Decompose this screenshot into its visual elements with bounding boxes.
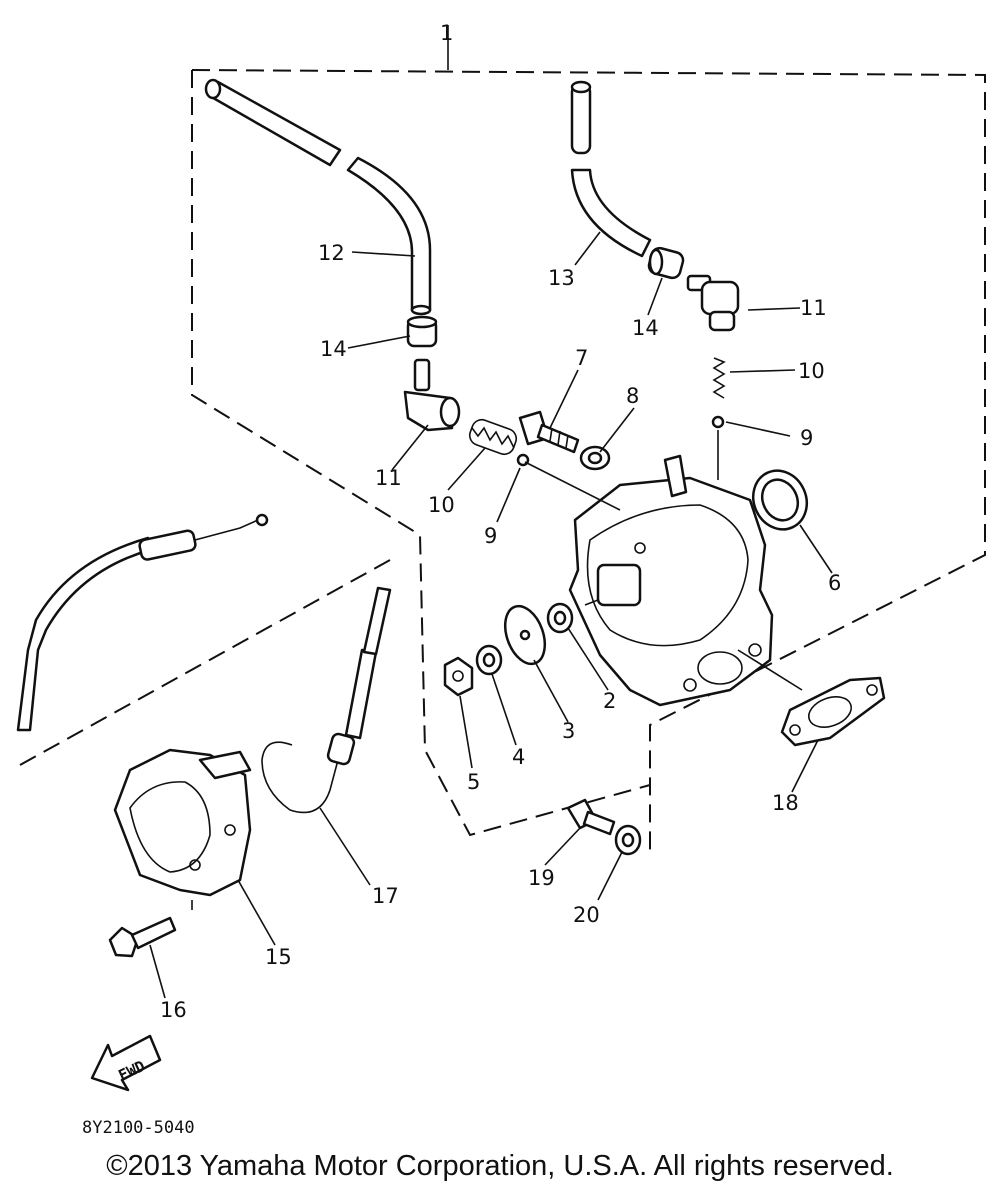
callout-2: 2 [603,689,616,713]
spring-10-right [712,357,726,399]
callout-8: 8 [626,384,639,408]
callout-14-right: 14 [632,316,659,340]
washer-4 [475,644,503,676]
fwd-arrow-icon: FWD [90,1034,162,1092]
pump-cover-15 [113,748,252,897]
leader-lines [149,231,833,999]
callout-9-left: 9 [484,524,497,548]
callout-12: 12 [318,241,345,265]
oil-seal-6 [751,469,809,531]
washer-20 [614,824,642,856]
elbow-fitting-11-right [686,274,740,332]
callout-20: 20 [573,903,600,927]
oil-pump-body [568,454,774,707]
diagram-code: 8Y2100-5040 [82,1118,195,1138]
fuel-hose-12 [204,78,432,316]
copyright-notice: ©2013 Yamaha Motor Corporation, U.S.A. A… [106,1150,894,1182]
callout-14-left: 14 [320,337,347,361]
bolt-16 [108,916,177,958]
spring-10-left [468,418,518,456]
callout-11-right: 11 [800,296,827,320]
callout-6: 6 [828,571,841,595]
check-ball-9-right [711,415,725,429]
nut-5 [443,656,474,697]
callout-labels: 1 12 13 14 14 11 10 7 8 9 11 10 9 6 2 3 … [160,21,841,1022]
callout-1: 1 [440,21,453,45]
callout-3: 3 [562,719,575,743]
callout-19: 19 [528,866,555,890]
callout-15: 15 [265,945,292,969]
callout-16: 16 [160,998,187,1022]
callout-10-left: 10 [428,493,455,517]
callout-4: 4 [512,745,525,769]
elbow-fitting-11-left [403,358,461,432]
callout-10-right: 10 [798,359,825,383]
washer-8 [579,445,611,471]
washer-2 [546,602,574,634]
plate-3 [503,604,547,666]
callout-17: 17 [372,884,399,908]
assembly-boundary [19,25,986,855]
callout-7: 7 [575,346,588,370]
callout-18: 18 [772,791,799,815]
clamp-14-left [406,315,438,348]
callout-11-left: 11 [375,466,402,490]
fuel-hose-13 [570,80,652,258]
bolt-19 [566,798,616,836]
callout-5: 5 [467,770,480,794]
oil-pump-cable [16,513,269,732]
callout-13: 13 [548,266,575,290]
bolt-7 [518,410,580,454]
clamp-14-right [647,246,685,280]
callout-9-right: 9 [800,426,813,450]
gasket-18 [780,676,886,747]
cable-17 [261,586,392,814]
